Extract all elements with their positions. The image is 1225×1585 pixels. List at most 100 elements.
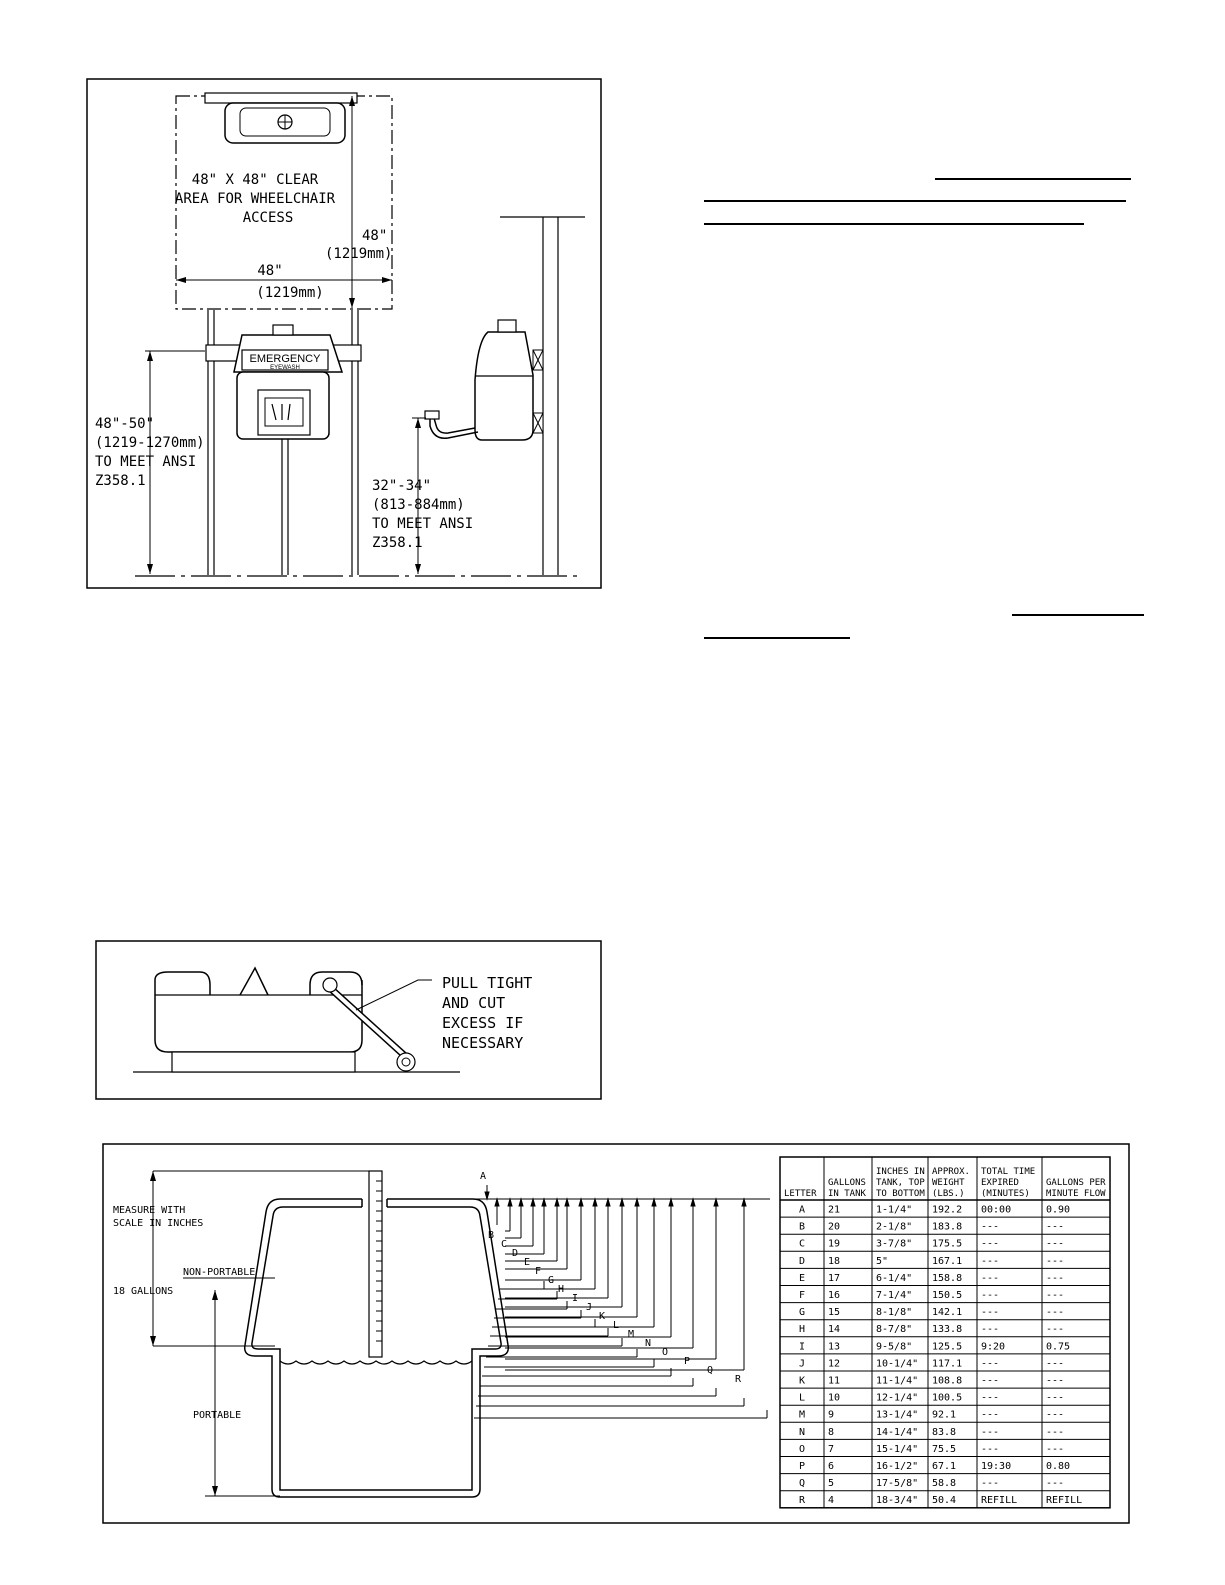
underline-3 <box>704 223 1084 225</box>
table-header: (MINUTES) <box>981 1189 1030 1199</box>
table-cell: 0.75 <box>1046 1341 1070 1352</box>
table-cell: --- <box>981 1222 999 1233</box>
table-cell: 175.5 <box>932 1239 962 1250</box>
table-cell: --- <box>981 1307 999 1318</box>
gauge-letter: Q <box>707 1365 713 1376</box>
table-cell: 19 <box>828 1239 840 1250</box>
emergency-sign <box>241 349 329 371</box>
non-portable-label: NON-PORTABLE <box>183 1267 255 1278</box>
table-cell: --- <box>981 1427 999 1438</box>
gauge-letter: K <box>599 1311 605 1322</box>
table-cell: 13-1/4" <box>876 1410 918 1421</box>
table-cell: 100.5 <box>932 1393 962 1404</box>
table-cell: 9-5/8" <box>876 1341 912 1352</box>
table-cell: 6-1/4" <box>876 1273 912 1284</box>
table-cell: 6 <box>828 1461 834 1472</box>
tank-outline <box>243 1198 510 1498</box>
table-cell: 0.80 <box>1046 1461 1070 1472</box>
table-cell: D <box>799 1256 805 1267</box>
front-height-3: TO MEET ANSI <box>95 454 196 470</box>
table-cell: --- <box>981 1478 999 1489</box>
table-cell: 9 <box>828 1410 834 1421</box>
table-cell: --- <box>981 1376 999 1387</box>
measuring-scale <box>368 1170 383 1358</box>
horiz-dim-label: 48" <box>257 263 282 279</box>
table-cell: --- <box>1046 1324 1064 1335</box>
gauge-letter: E <box>524 1257 530 1268</box>
table-cell: REFILL <box>981 1495 1017 1506</box>
table-cell: J <box>799 1358 805 1369</box>
table-cell: 15-1/4" <box>876 1444 918 1455</box>
table-cell: P <box>799 1461 805 1472</box>
side-unit <box>474 331 534 441</box>
table-cell: 00:00 <box>981 1205 1011 1216</box>
table-cell: 10 <box>828 1393 840 1404</box>
table-cell: 14-1/4" <box>876 1427 918 1438</box>
table-header: GALLONS <box>828 1178 866 1188</box>
table-cell: 67.1 <box>932 1461 956 1472</box>
table-cell: --- <box>1046 1427 1064 1438</box>
table-cell: --- <box>981 1290 999 1301</box>
table-cell: --- <box>1046 1376 1064 1387</box>
table-cell: 50.4 <box>932 1495 956 1506</box>
gauge-ladder <box>474 1185 768 1419</box>
table-header: APPROX. <box>932 1167 970 1177</box>
table-cell: M <box>799 1410 805 1421</box>
table-cell: --- <box>1046 1358 1064 1369</box>
eyewash-label: EYEWASH <box>270 365 300 371</box>
measure-label-1: MEASURE WITH <box>113 1205 185 1216</box>
table-cell: 7-1/4" <box>876 1290 912 1301</box>
strap-frame <box>95 940 602 1100</box>
table-cell: --- <box>981 1273 999 1284</box>
gauge-letter: J <box>586 1302 592 1313</box>
strap-note-3: EXCESS IF <box>442 1014 523 1032</box>
table-cell: 158.8 <box>932 1273 962 1284</box>
table-cell: K <box>799 1376 805 1387</box>
side-height-2: (813-884mm) <box>372 497 465 513</box>
table-cell: 13 <box>828 1341 840 1352</box>
front-height-2: (1219-1270mm) <box>95 435 205 451</box>
table-cell: 17 <box>828 1273 840 1284</box>
table-cell: 92.1 <box>932 1410 956 1421</box>
table-cell: --- <box>1046 1239 1064 1250</box>
water-line <box>279 1360 473 1365</box>
table-cell: 10-1/4" <box>876 1358 918 1369</box>
gauge-letter: R <box>735 1374 742 1385</box>
table-cell: 19:30 <box>981 1461 1011 1472</box>
table-cell: 150.5 <box>932 1290 962 1301</box>
table-cell: --- <box>981 1358 999 1369</box>
table-cell: 1-1/4" <box>876 1205 912 1216</box>
measure-label-2: SCALE IN INCHES <box>113 1218 203 1229</box>
gauge-letter: I <box>572 1293 578 1304</box>
table-header: IN TANK <box>828 1189 867 1199</box>
table-cell: 125.5 <box>932 1341 962 1352</box>
table-cell: I <box>799 1341 805 1352</box>
table-cell: --- <box>1046 1256 1064 1267</box>
table-cell: --- <box>981 1256 999 1267</box>
table-cell: R <box>799 1495 806 1506</box>
table-header: MINUTE FLOW <box>1046 1189 1106 1199</box>
gauge-letter: N <box>645 1338 651 1349</box>
table-cell: N <box>799 1427 805 1438</box>
underline-1 <box>935 178 1131 180</box>
table-cell: 5" <box>876 1256 888 1267</box>
table-cell: 11 <box>828 1376 840 1387</box>
table-cell: 192.2 <box>932 1205 962 1216</box>
table-cell: 117.1 <box>932 1358 962 1369</box>
table-header: EXPIRED <box>981 1178 1019 1188</box>
strap-note-2: AND CUT <box>442 994 505 1012</box>
table-cell: E <box>799 1273 805 1284</box>
scale-ticks <box>376 1180 382 1342</box>
table-header: GALLONS PER <box>1046 1178 1106 1188</box>
side-height-3: TO MEET ANSI <box>372 516 473 532</box>
table-header: TANK, TOP <box>876 1178 925 1188</box>
table-cell: REFILL <box>1046 1495 1082 1506</box>
horiz-dim-mm: (1219mm) <box>256 285 323 301</box>
table-cell: C <box>799 1239 805 1250</box>
side-height-1: 32"-34" <box>372 478 431 494</box>
underline-4 <box>1012 614 1144 616</box>
underline-5 <box>704 637 850 639</box>
table-cell: --- <box>981 1410 999 1421</box>
table-cell: 16-1/2" <box>876 1461 918 1472</box>
table-cell: 14 <box>828 1324 840 1335</box>
